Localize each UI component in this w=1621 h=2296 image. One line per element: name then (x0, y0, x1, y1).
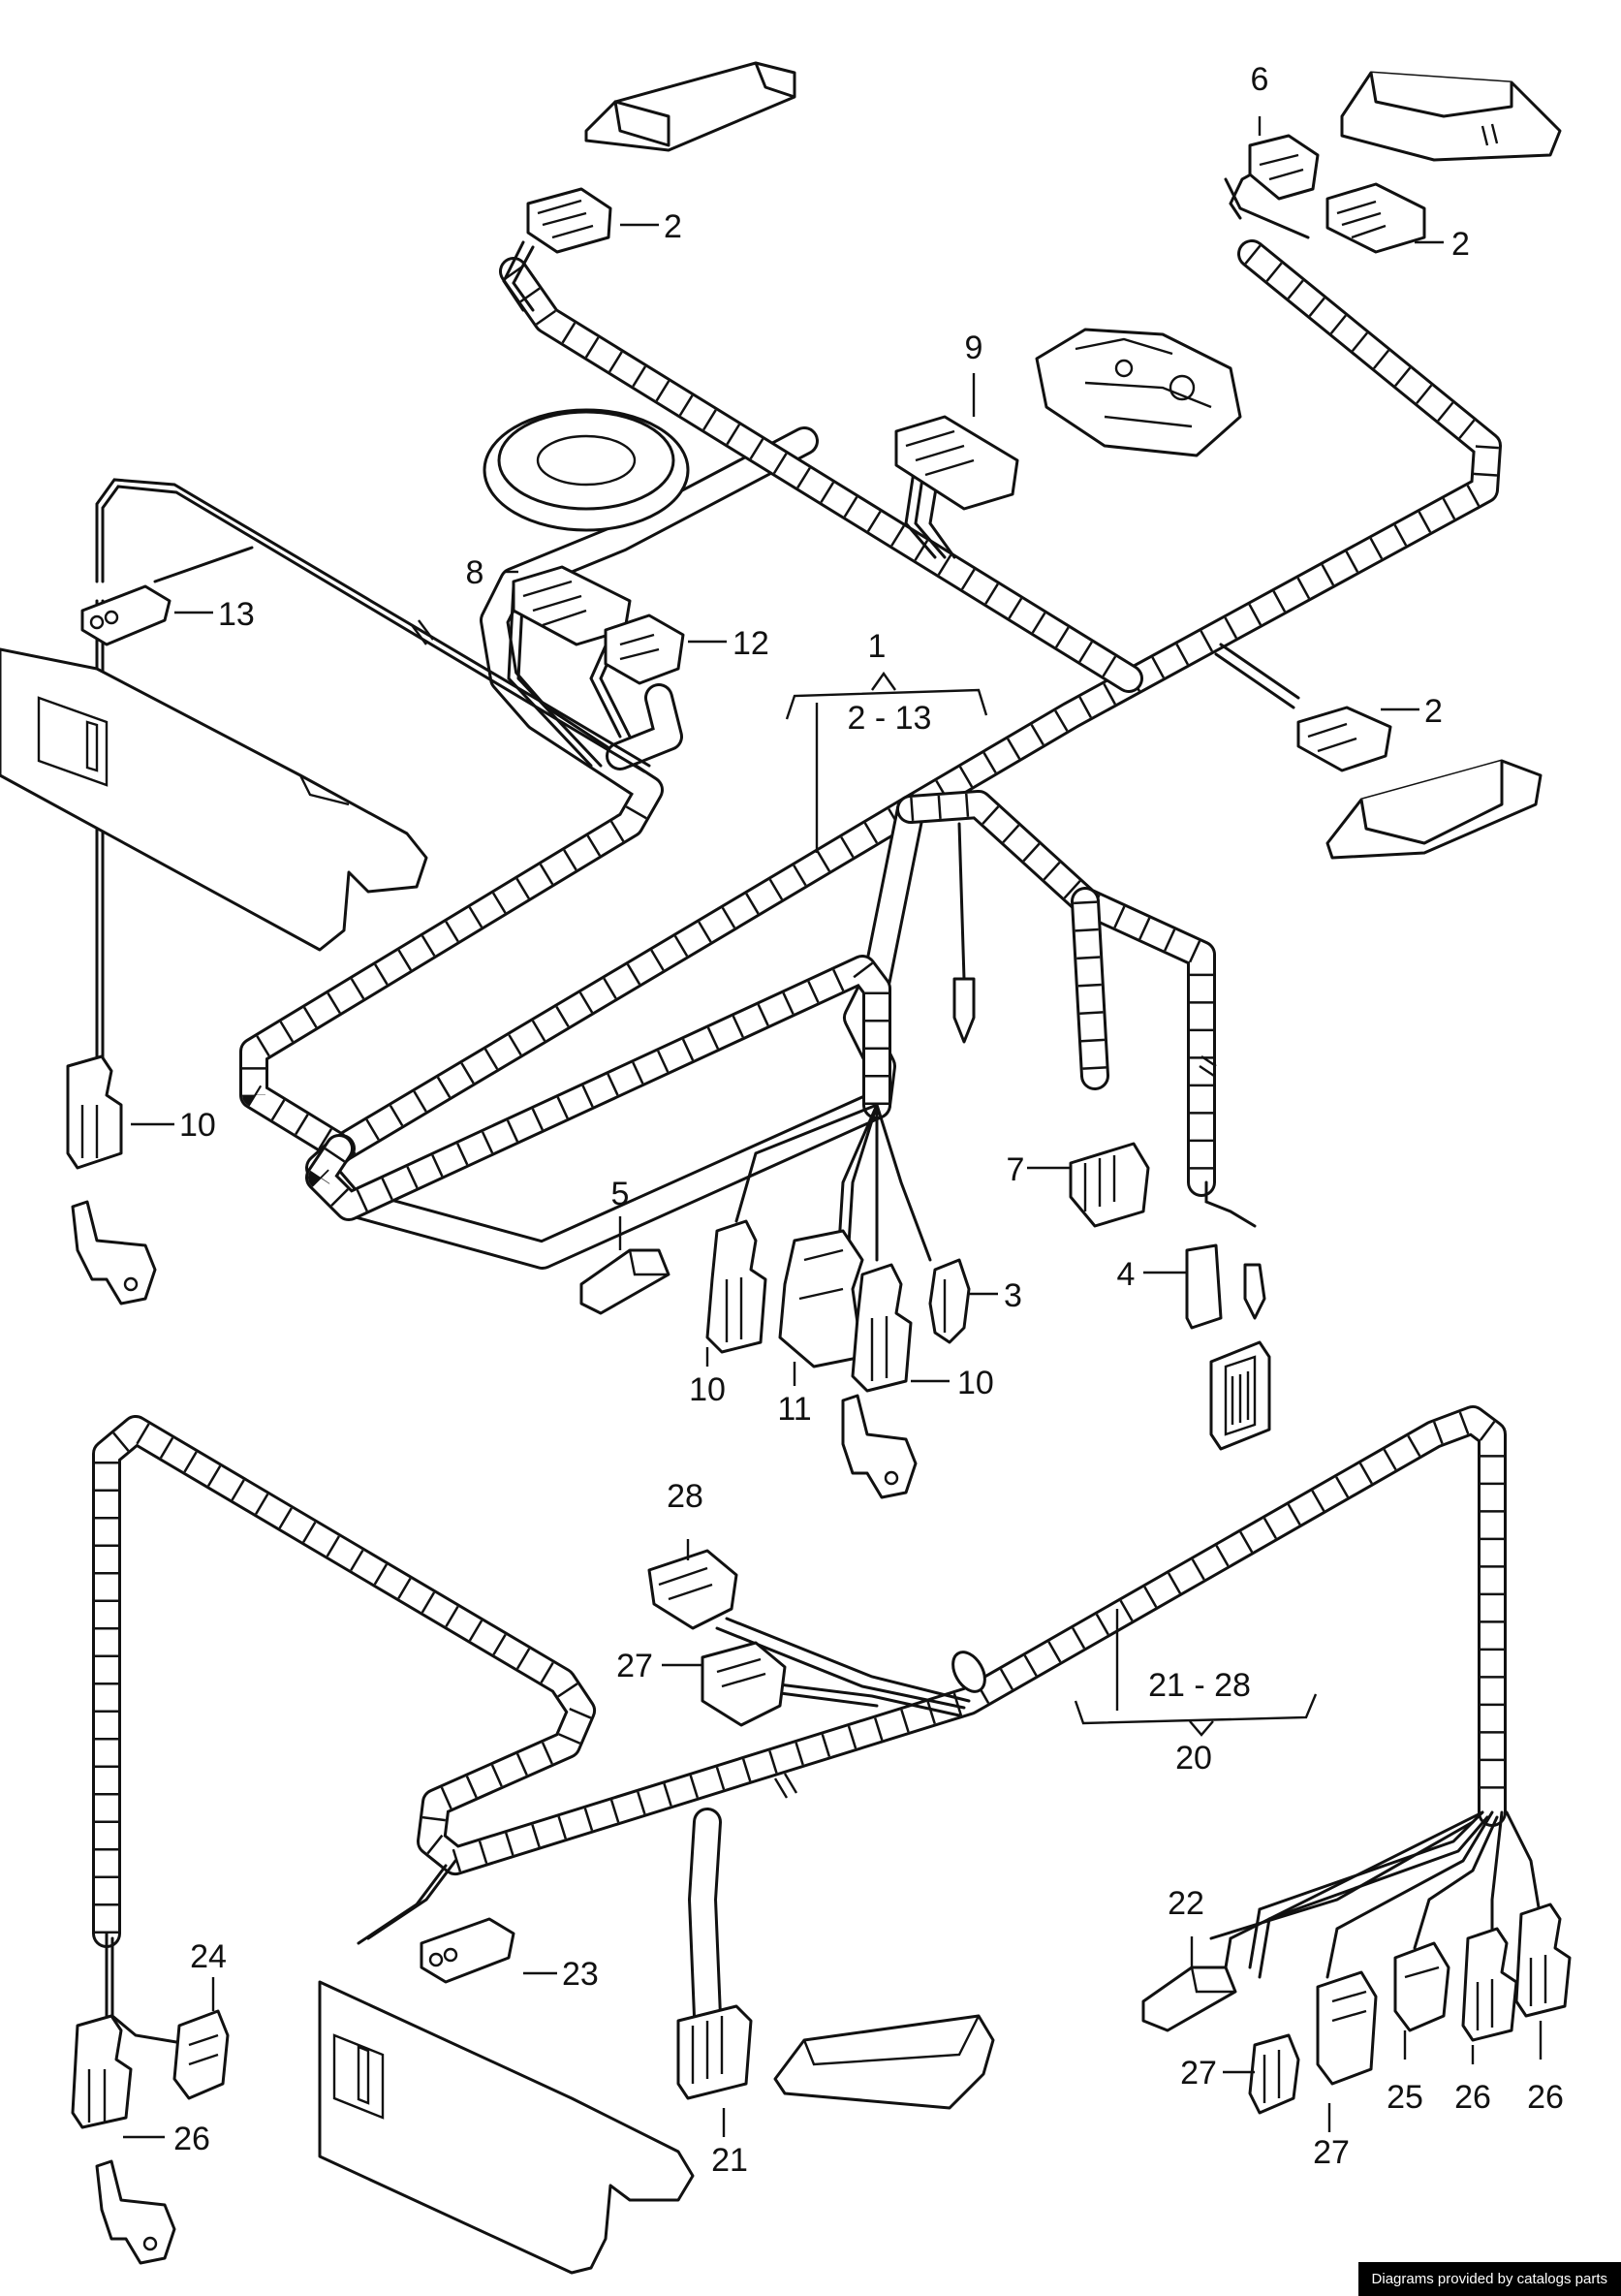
connector-27-right-b (1316, 1970, 1378, 2086)
callout-10-center-left: 10 (689, 1371, 726, 1408)
connector-12 (604, 613, 685, 685)
connector-26-right-a (1461, 1927, 1518, 2042)
callout-23: 23 (562, 1956, 599, 1993)
switch-3 (928, 1258, 971, 1344)
clip-left (71, 1200, 157, 1305)
callout-5: 5 (611, 1176, 630, 1212)
connector-27-center (701, 1641, 787, 1727)
interior-lamp-top-left (584, 61, 796, 152)
callout-21: 21 (711, 2142, 748, 2179)
connector-26-left (71, 2014, 133, 2129)
callout-26-right-a: 26 (1454, 2079, 1491, 2116)
break-marks (411, 619, 1217, 1799)
headliner-trim-lower (318, 1980, 695, 2275)
callout-20-range: 21 - 28 (1148, 1667, 1251, 1704)
connector-10-center-right (851, 1263, 913, 1393)
connector-2-top-right (1325, 182, 1426, 254)
callout-24: 24 (190, 1938, 227, 1975)
connector-22 (1141, 1966, 1237, 2032)
callout-27-right-b: 27 (1313, 2134, 1350, 2171)
callout-10-left: 10 (179, 1107, 216, 1144)
credit-footer: Diagrams provided by catalogs parts (1357, 2262, 1621, 2296)
callout-3: 3 (1004, 1277, 1022, 1314)
lower-parts (71, 1549, 1572, 2275)
connector-21 (676, 2004, 753, 2100)
callout-2-top-right: 2 (1451, 226, 1470, 263)
speaker (483, 408, 690, 532)
connector-28 (647, 1549, 738, 1630)
connector-24 (172, 2009, 230, 2100)
connector-8 (512, 565, 632, 646)
connector-10-left (66, 1054, 123, 1170)
connector-11 (778, 1229, 864, 1368)
connector-2-right (1296, 706, 1392, 772)
interior-lamp-lower (773, 2014, 995, 2110)
clip-lower-left (95, 2159, 176, 2265)
callout-22: 22 (1168, 1885, 1204, 1922)
interior-lamp-top-right (1340, 71, 1562, 162)
connector-2-top-left (502, 187, 612, 312)
upper-parts (0, 61, 1562, 1499)
leader-lines (123, 116, 1543, 2139)
callout-28: 28 (667, 1478, 703, 1515)
connector-13 (80, 584, 171, 646)
callout-20: 20 (1175, 1740, 1212, 1777)
vent-grille (1209, 1340, 1271, 1451)
callout-8: 8 (466, 554, 484, 591)
callout-10-center-right: 10 (957, 1365, 994, 1401)
callout-1-range: 2 - 13 (848, 700, 932, 737)
connector-5 (579, 1248, 670, 1315)
connector-10-center-left (705, 1219, 767, 1354)
headliner-trim-upper (0, 647, 428, 952)
lower-thin-wires (105, 1617, 1543, 2047)
callout-9: 9 (965, 330, 983, 366)
connector-25 (1393, 1941, 1450, 2032)
connector-26-right-b (1514, 1903, 1572, 2018)
interior-lamp-right (1325, 759, 1543, 860)
callout-labels: 1 2 - 13 2 6 2 9 8 12 13 2 10 5 3 7 4 10… (173, 61, 1564, 2179)
connector-4 (1185, 1243, 1266, 1330)
callout-11: 11 (777, 1391, 811, 1428)
clip-center (841, 1394, 918, 1499)
callout-27-right-a: 27 (1180, 2055, 1217, 2092)
callout-2-right: 2 (1424, 693, 1443, 730)
callout-26-right-b: 26 (1527, 2079, 1564, 2116)
callout-1: 1 (868, 628, 887, 665)
callout-7: 7 (1007, 1151, 1025, 1188)
callout-25: 25 (1387, 2079, 1423, 2116)
callout-4: 4 (1117, 1256, 1136, 1293)
lower-wiring-harness (92, 1405, 1507, 2030)
connector-6 (1248, 134, 1320, 201)
connector-27-right-a (1248, 2033, 1300, 2115)
callout-6: 6 (1251, 61, 1269, 98)
callout-26-left: 26 (173, 2121, 210, 2157)
callout-12: 12 (733, 625, 769, 662)
callout-2-top-left: 2 (664, 208, 682, 245)
callout-27-center: 27 (616, 1648, 653, 1684)
connector-7 (1069, 1142, 1150, 1228)
connector-23 (420, 1917, 515, 1984)
upper-wiring-harness (239, 239, 1502, 1270)
callout-13: 13 (218, 596, 255, 633)
sunroof-motor-assembly (1035, 328, 1242, 457)
ring-terminal-upper (952, 977, 976, 1044)
connector-9 (894, 415, 1019, 511)
